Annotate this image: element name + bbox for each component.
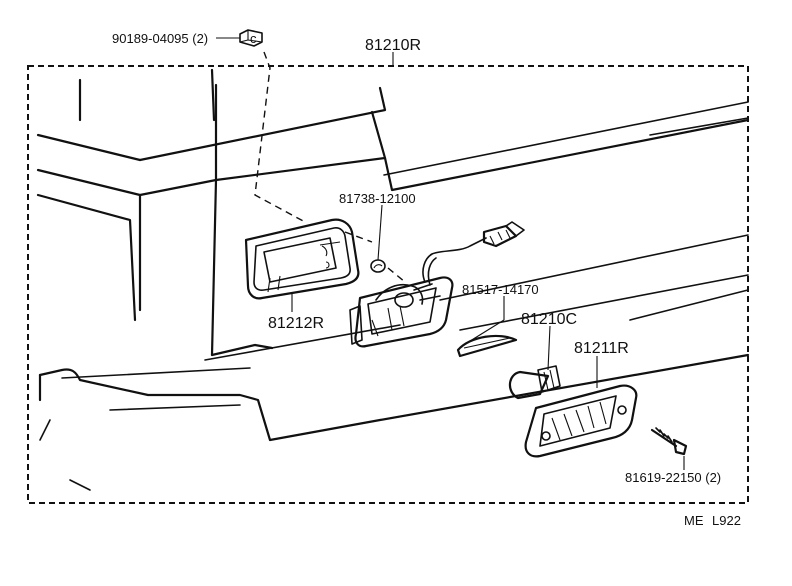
label-assembly: 81210R xyxy=(365,37,421,54)
assembly-leaders xyxy=(254,51,406,283)
label-screw: 81619-22150 (2) xyxy=(625,470,721,485)
svg-text:c: c xyxy=(250,31,257,46)
clip-part: c xyxy=(239,29,263,47)
lens-part xyxy=(456,334,518,358)
label-leaders xyxy=(216,37,685,470)
label-lens: 81517-14170 xyxy=(462,282,539,297)
label-socket: 81738-12100 xyxy=(339,191,416,206)
label-code-me: ME xyxy=(684,513,704,528)
label-code-sheet: L922 xyxy=(712,513,741,528)
vehicle-body xyxy=(36,68,750,491)
bezel-gasket-part xyxy=(244,218,360,300)
screw-part xyxy=(650,427,688,456)
wiring-harness xyxy=(422,221,525,286)
label-bezel: 81212R xyxy=(268,315,324,332)
label-clip: 90189-04095 (2) xyxy=(112,31,208,46)
assembly-boundary xyxy=(27,65,749,504)
label-bulb: 81210C xyxy=(521,311,577,328)
label-marker-lamp: 81211R xyxy=(574,340,629,357)
marker-lamp-part xyxy=(524,384,638,458)
lamp-housing-part xyxy=(349,276,454,348)
bulb-part xyxy=(508,365,561,400)
grommet-part xyxy=(370,259,386,273)
